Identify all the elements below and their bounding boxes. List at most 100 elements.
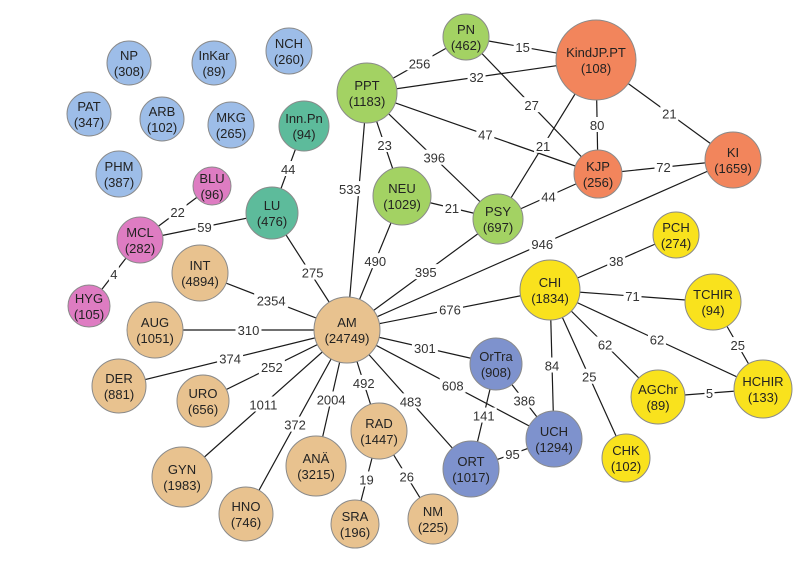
node-circle[interactable] [704,131,762,189]
node-kindjp[interactable]: KindJP.PT(108) [555,19,637,101]
node-circle[interactable] [442,13,490,61]
node-neu[interactable]: NEU(1029) [372,166,432,226]
node-circle[interactable] [652,211,700,259]
node-circle[interactable] [407,493,459,545]
node-ppt[interactable]: PPT(1183) [336,62,398,124]
node-circle[interactable] [733,359,793,419]
edge-label-bg [529,235,556,251]
node-label: NM [423,504,443,519]
node-psy[interactable]: PSY(697) [472,193,524,245]
node-chi[interactable]: CHI(1834) [519,259,581,321]
node-circle[interactable] [176,374,230,428]
node-circle[interactable] [245,186,299,240]
edge-label-bg [397,393,424,409]
node-ortra[interactable]: OrTra(908) [469,337,523,391]
edge-label-bg [476,126,495,142]
node-hyg[interactable]: HYG(105) [67,284,111,328]
node-circle[interactable] [684,273,742,331]
edge-weight-label: 946 [531,237,553,252]
edge-weight-label: 44 [541,189,555,204]
node-am[interactable]: AM(24749) [313,296,381,364]
node-circle[interactable] [91,358,147,414]
node-circle[interactable] [218,486,274,542]
node-circle[interactable] [151,446,213,508]
node-label: PN [457,22,475,37]
node-circle[interactable] [278,100,330,152]
node-der[interactable]: DER(881) [91,358,147,414]
edge-label-bg [654,159,673,175]
edge-label-bg [728,337,747,353]
node-circle[interactable] [67,284,111,328]
node-int[interactable]: INT(4894) [171,244,229,302]
node-circle[interactable] [469,337,523,391]
node-circle[interactable] [116,216,164,264]
node-pch[interactable]: PCH(274) [652,211,700,259]
node-inkar[interactable]: InKar(89) [191,40,237,86]
node-circle[interactable] [525,410,583,468]
node-nm[interactable]: NM(225) [407,493,459,545]
node-count: (4894) [181,274,219,289]
node-circle[interactable] [139,96,185,142]
node-pat[interactable]: PAT(347) [66,91,112,137]
edge-weight-label: 95 [505,447,519,462]
node-uro[interactable]: URO(656) [176,374,230,428]
node-circle[interactable] [555,19,637,101]
node-circle[interactable] [336,62,398,124]
node-layer: NP(308) InKar(89) NCH(260) PAT(347) ARB(102)… [66,13,793,549]
node-label: GYN [168,462,196,477]
node-hchir[interactable]: HCHIR(133) [733,359,793,419]
node-rad[interactable]: RAD(1447) [350,402,408,460]
node-circle[interactable] [192,166,232,206]
edge-weight-label: 5 [706,386,713,401]
node-count: (1029) [383,197,421,212]
node-innpn[interactable]: Inn.Pn(94) [278,100,330,152]
node-nch[interactable]: NCH(260) [265,27,313,75]
node-circle[interactable] [285,435,347,497]
node-tchir[interactable]: TCHIR(94) [684,273,742,331]
node-pn[interactable]: PN(462) [442,13,490,61]
node-circle[interactable] [573,149,623,199]
node-kjp[interactable]: KJP(256) [573,149,623,199]
node-count: (108) [581,61,611,76]
node-ki[interactable]: KI(1659) [704,131,762,189]
node-circle[interactable] [95,150,143,198]
edge-weight-label: 59 [197,220,211,235]
node-arb[interactable]: ARB(102) [139,96,185,142]
edge-weight-label: 492 [353,376,375,391]
node-circle[interactable] [601,433,651,483]
edge-weight-label: 71 [625,289,639,304]
node-circle[interactable] [519,259,581,321]
node-phm[interactable]: PHM(387) [95,150,143,198]
node-circle[interactable] [66,91,112,137]
node-circle[interactable] [191,40,237,86]
node-ort[interactable]: ORT(1017) [442,440,500,498]
node-blu[interactable]: BLU(96) [192,166,232,206]
node-lu[interactable]: LU(476) [245,186,299,240]
node-circle[interactable] [442,440,500,498]
node-circle[interactable] [472,193,524,245]
node-ana[interactable]: ANÄ(3215) [285,435,347,497]
node-label: AGChr [638,382,678,397]
node-sra[interactable]: SRA(196) [330,499,380,549]
edge-label-bg [580,368,599,384]
node-circle[interactable] [372,166,432,226]
node-circle[interactable] [207,101,255,149]
node-circle[interactable] [126,301,184,359]
node-chk[interactable]: CHK(102) [601,433,651,483]
node-circle[interactable] [350,402,408,460]
node-agchr[interactable]: AGChr(89) [630,369,686,425]
node-gyn[interactable]: GYN(1983) [151,446,213,508]
node-circle[interactable] [265,27,313,75]
node-uch[interactable]: UCH(1294) [525,410,583,468]
node-circle[interactable] [313,296,381,364]
node-circle[interactable] [630,369,686,425]
node-hno[interactable]: HNO(746) [218,486,274,542]
node-mcl[interactable]: MCL(282) [116,216,164,264]
node-aug[interactable]: AUG(1051) [126,301,184,359]
node-mkg[interactable]: MKG(265) [207,101,255,149]
node-circle[interactable] [330,499,380,549]
node-circle[interactable] [106,40,152,86]
node-np[interactable]: NP(308) [106,40,152,86]
node-circle[interactable] [171,244,229,302]
edge-label-bg [397,468,416,484]
